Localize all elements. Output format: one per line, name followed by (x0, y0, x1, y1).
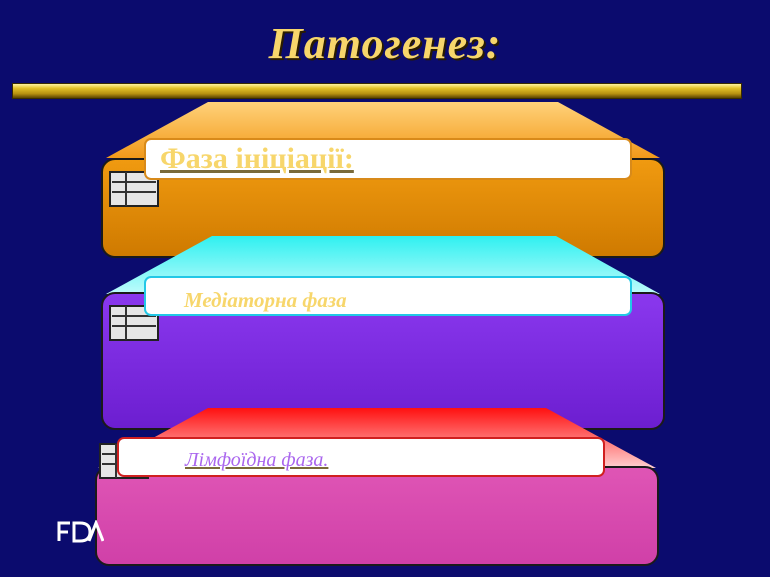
layer-block-icon (109, 171, 159, 207)
phase-label-box-lymphoid: Лімфоїдна фаза. (117, 437, 605, 477)
phase-label-mediator: Медіаторна фаза (184, 288, 347, 312)
slab-body-lymphoid (95, 466, 659, 566)
phase-label-lymphoid: Лімфоїдна фаза. (185, 449, 329, 471)
slide-title: Патогенез: (268, 19, 502, 68)
phase-label-initiation: Фаза ініціації: (160, 142, 354, 175)
phase-label-box-initiation: Фаза ініціації: (144, 138, 632, 180)
title-underline-bar (12, 83, 742, 99)
fda-logo (57, 520, 104, 543)
phase-label-box-mediator: Медіаторна фаза (144, 276, 632, 316)
